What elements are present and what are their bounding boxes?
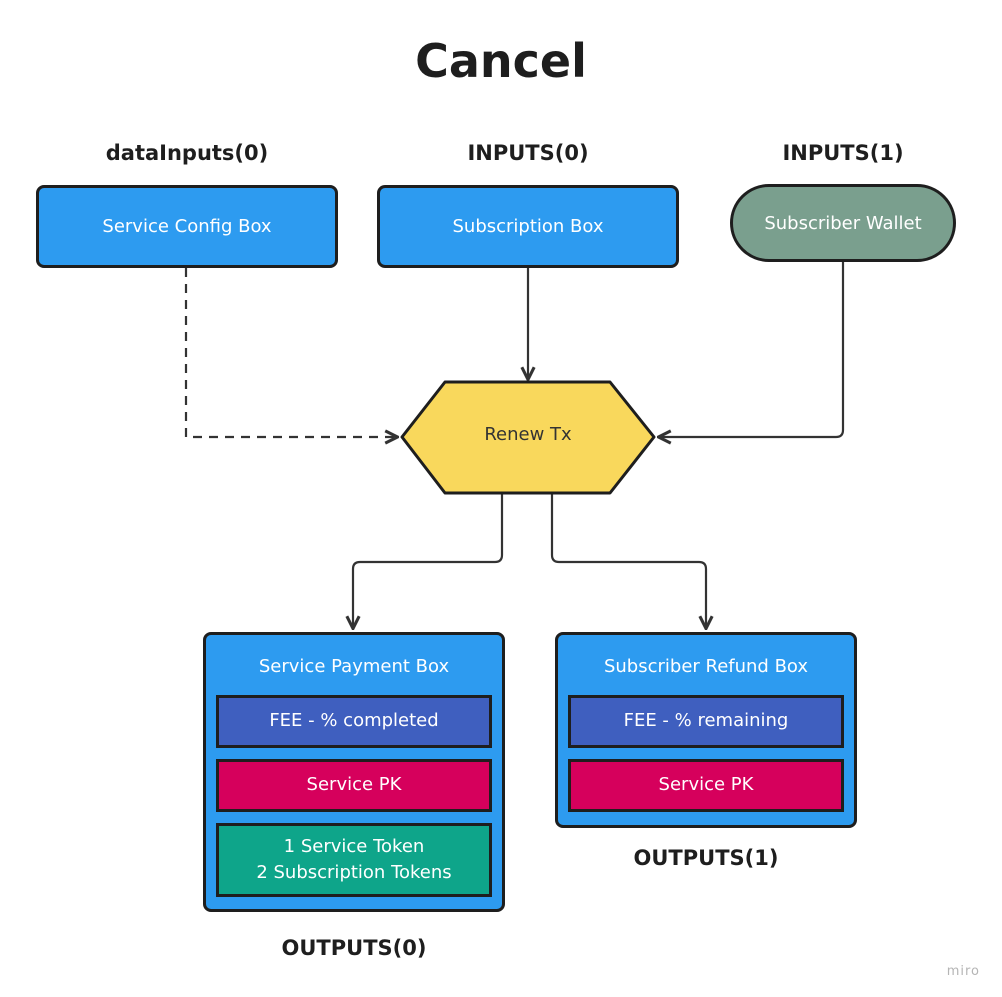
tx-to-payment-connector xyxy=(353,493,504,627)
payment-tokens-line-2: 2 Subscription Tokens xyxy=(256,862,452,883)
subscription-box[interactable]: Subscription Box xyxy=(377,185,679,268)
subscriber-refund-box-title: Subscriber Refund Box xyxy=(603,656,809,677)
service-config-box-label: Service Config Box xyxy=(102,216,272,237)
refund-fee-slot: FEE - % remaining xyxy=(568,695,844,748)
subscriber-wallet-label: Subscriber Wallet xyxy=(764,212,922,234)
outputs-0-label: OUTPUTS(0) xyxy=(281,936,427,960)
inputs-0-label: INPUTS(0) xyxy=(467,141,589,165)
service-config-box[interactable]: Service Config Box xyxy=(36,185,338,268)
payment-service-pk-label: Service PK xyxy=(306,774,402,796)
renew-tx-label: Renew Tx xyxy=(484,424,572,445)
data-inputs-0-label: dataInputs(0) xyxy=(105,141,269,165)
tx-to-refund-connector xyxy=(550,493,706,627)
refund-service-pk-label: Service PK xyxy=(658,774,754,796)
refund-fee-label: FEE - % remaining xyxy=(623,710,789,732)
diagram-title: Cancel xyxy=(415,34,587,88)
inputs-1-label: INPUTS(1) xyxy=(782,141,904,165)
wallet-to-tx-connector xyxy=(660,262,845,437)
payment-fee-label: FEE - % completed xyxy=(269,710,439,732)
payment-tokens-slot: 1 Service Token 2 Subscription Tokens xyxy=(216,823,492,897)
service-payment-box-title: Service Payment Box xyxy=(258,656,450,677)
renew-tx-hexagon[interactable] xyxy=(400,380,656,495)
miro-watermark: miro xyxy=(946,964,980,979)
subscriber-wallet[interactable]: Subscriber Wallet xyxy=(730,184,956,262)
subscription-box-label: Subscription Box xyxy=(452,216,604,237)
refund-service-pk-slot: Service PK xyxy=(568,759,844,812)
config-to-tx-connector xyxy=(184,268,396,437)
payment-fee-slot: FEE - % completed xyxy=(216,695,492,748)
subscriber-refund-box[interactable]: Subscriber Refund Box FEE - % remaining … xyxy=(555,632,857,828)
payment-tokens-line-1: 1 Service Token xyxy=(283,835,425,857)
service-payment-box[interactable]: Service Payment Box FEE - % completed Se… xyxy=(203,632,505,912)
payment-service-pk-slot: Service PK xyxy=(216,759,492,812)
outputs-1-label: OUTPUTS(1) xyxy=(633,846,779,870)
